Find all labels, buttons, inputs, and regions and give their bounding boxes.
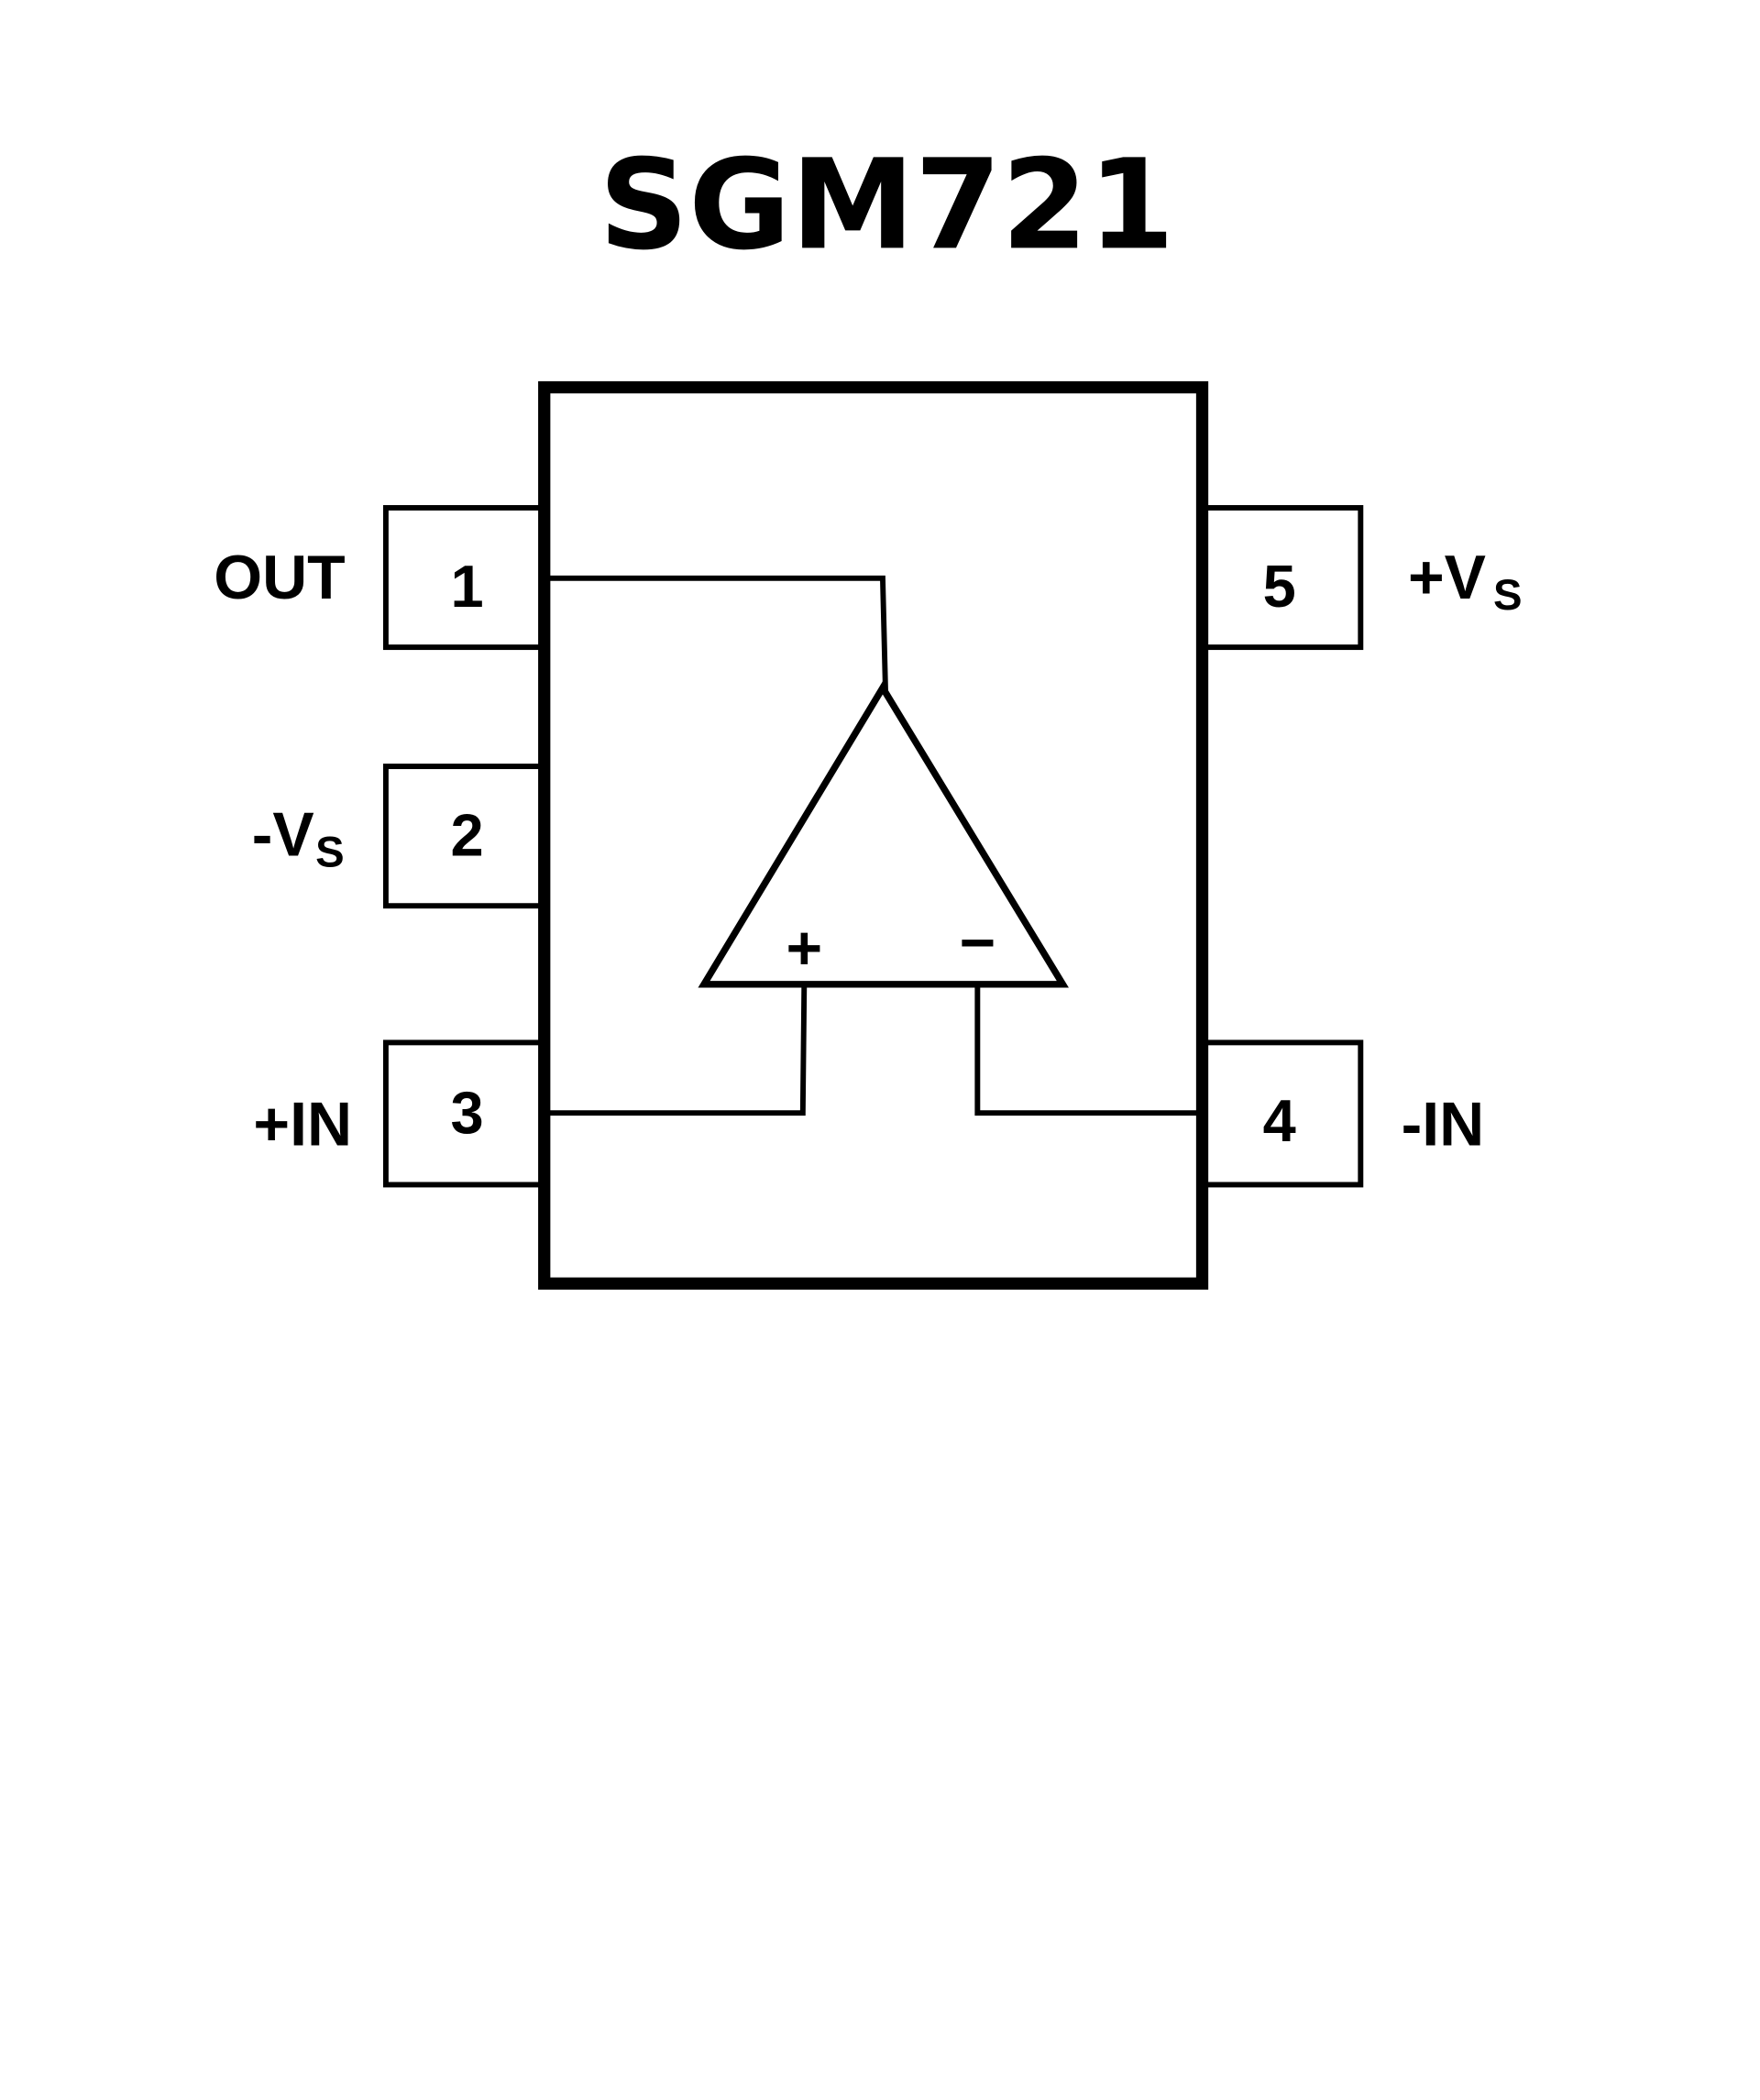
pin-5: 5 +V S [1199, 505, 1523, 651]
pin-label: -V [252, 801, 314, 870]
pin-label-subscript: S [315, 828, 345, 876]
pin-1: 1 OUT [214, 505, 547, 651]
pin-4: 4 -IN [1199, 1039, 1485, 1188]
pin-label: +IN [253, 1091, 352, 1160]
pin-pad [382, 505, 547, 651]
pin-pad [1199, 505, 1364, 651]
pin-label: OUT [214, 544, 345, 612]
pin-pad [382, 1039, 547, 1188]
pin-label: -IN [1402, 1091, 1485, 1160]
pin-number: 1 [450, 553, 483, 620]
pin-label-subscript: S [1493, 571, 1523, 620]
pin-pad [1199, 1039, 1364, 1188]
pin-number: 2 [450, 802, 483, 869]
wire-out [549, 575, 888, 691]
opamp-minus-sign: − [960, 909, 996, 978]
wire-minus-in [974, 981, 1197, 1116]
part-title: SGM721 [599, 133, 1174, 278]
pin-label: +V [1408, 544, 1486, 612]
chip-body [538, 380, 1209, 1290]
opamp-triangle [698, 681, 1069, 988]
pin-number: 5 [1263, 553, 1296, 620]
pin-number: 3 [450, 1079, 483, 1146]
opamp-plus-sign: + [786, 915, 822, 984]
pin-pad [382, 764, 547, 909]
pin-2: 2 -V S [252, 764, 547, 909]
wire-plus-in [549, 981, 808, 1116]
pin-3: 3 +IN [253, 1039, 547, 1188]
pin-number: 4 [1263, 1087, 1296, 1154]
